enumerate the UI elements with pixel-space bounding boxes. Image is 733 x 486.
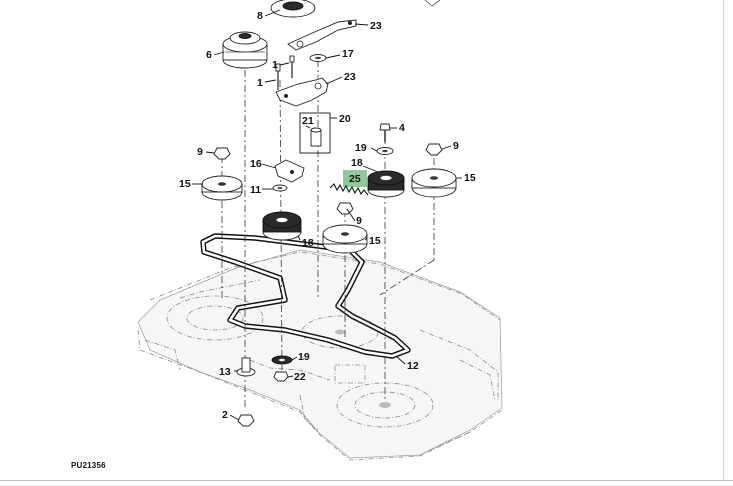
callout-2: 2 <box>222 409 228 421</box>
callout-21: 21 <box>302 115 314 127</box>
idler-arm-23-upper <box>287 19 357 51</box>
bushing-box-20 <box>299 112 331 154</box>
callout-18-lower: 18 <box>302 237 314 249</box>
bracket-16 <box>274 159 305 183</box>
pulley-18-lower <box>262 211 302 241</box>
callout-18-upper: 18 <box>351 157 363 169</box>
figure-id-label: PU21356 <box>71 461 106 470</box>
callout-20: 20 <box>339 113 351 125</box>
washer-19-lower <box>271 355 293 365</box>
callout-19-upper: 19 <box>355 142 367 154</box>
double-pulley-6 <box>222 31 268 69</box>
callout-4: 4 <box>399 122 405 134</box>
idler-arm-23-lower <box>275 77 329 107</box>
callout-1-lower: 1 <box>257 77 263 89</box>
pulley-15-mid <box>322 224 368 254</box>
callout-17: 17 <box>342 48 354 60</box>
washer-19 <box>376 147 394 155</box>
callout-15-left: 15 <box>179 178 191 190</box>
bolt-4 <box>379 123 391 142</box>
spring-25 <box>329 170 369 196</box>
leader-lines <box>192 9 462 421</box>
callout-15-right: 15 <box>464 172 476 184</box>
callout-labels: 8 6 23 17 1 1 23 20 21 4 9 9 19 18 25 16… <box>179 10 476 421</box>
nut-22 <box>273 371 289 382</box>
nut-9-mid <box>336 202 354 215</box>
callout-22: 22 <box>294 371 306 383</box>
callout-9-left: 9 <box>197 146 203 158</box>
callout-25: 25 <box>349 173 361 185</box>
nut-9-right <box>425 143 443 156</box>
callout-9-mid: 9 <box>356 215 362 227</box>
pulley-18-upper <box>367 170 405 198</box>
nut-2 <box>237 414 255 427</box>
pulley-15-right <box>411 168 457 198</box>
washer-11 <box>272 184 288 192</box>
callout-16: 16 <box>250 158 262 170</box>
bolt-1 <box>275 55 295 90</box>
washer-17 <box>309 54 327 62</box>
callout-15-mid: 15 <box>369 235 381 247</box>
callout-9-right: 9 <box>453 140 459 152</box>
callout-11: 11 <box>250 184 261 196</box>
callout-13: 13 <box>219 366 231 378</box>
pulley-15-left <box>201 175 243 201</box>
callout-23-upper: 23 <box>370 20 382 32</box>
pulley-8 <box>270 0 316 18</box>
right-divider <box>723 0 724 480</box>
spindle-13 <box>236 357 256 377</box>
callout-23-lower: 23 <box>344 71 356 83</box>
callout-19-lower: 19 <box>298 351 310 363</box>
callout-6: 6 <box>206 49 212 61</box>
mower-deck <box>137 249 503 461</box>
bottom-divider <box>0 480 733 481</box>
drive-belt <box>200 233 411 359</box>
callout-25-highlight <box>343 170 367 187</box>
callout-12: 12 <box>407 360 419 372</box>
nut-9-left <box>213 147 231 160</box>
callout-8: 8 <box>257 10 263 22</box>
frame-corner-fragment <box>424 0 441 7</box>
callout-1-upper: 1 <box>272 59 278 71</box>
